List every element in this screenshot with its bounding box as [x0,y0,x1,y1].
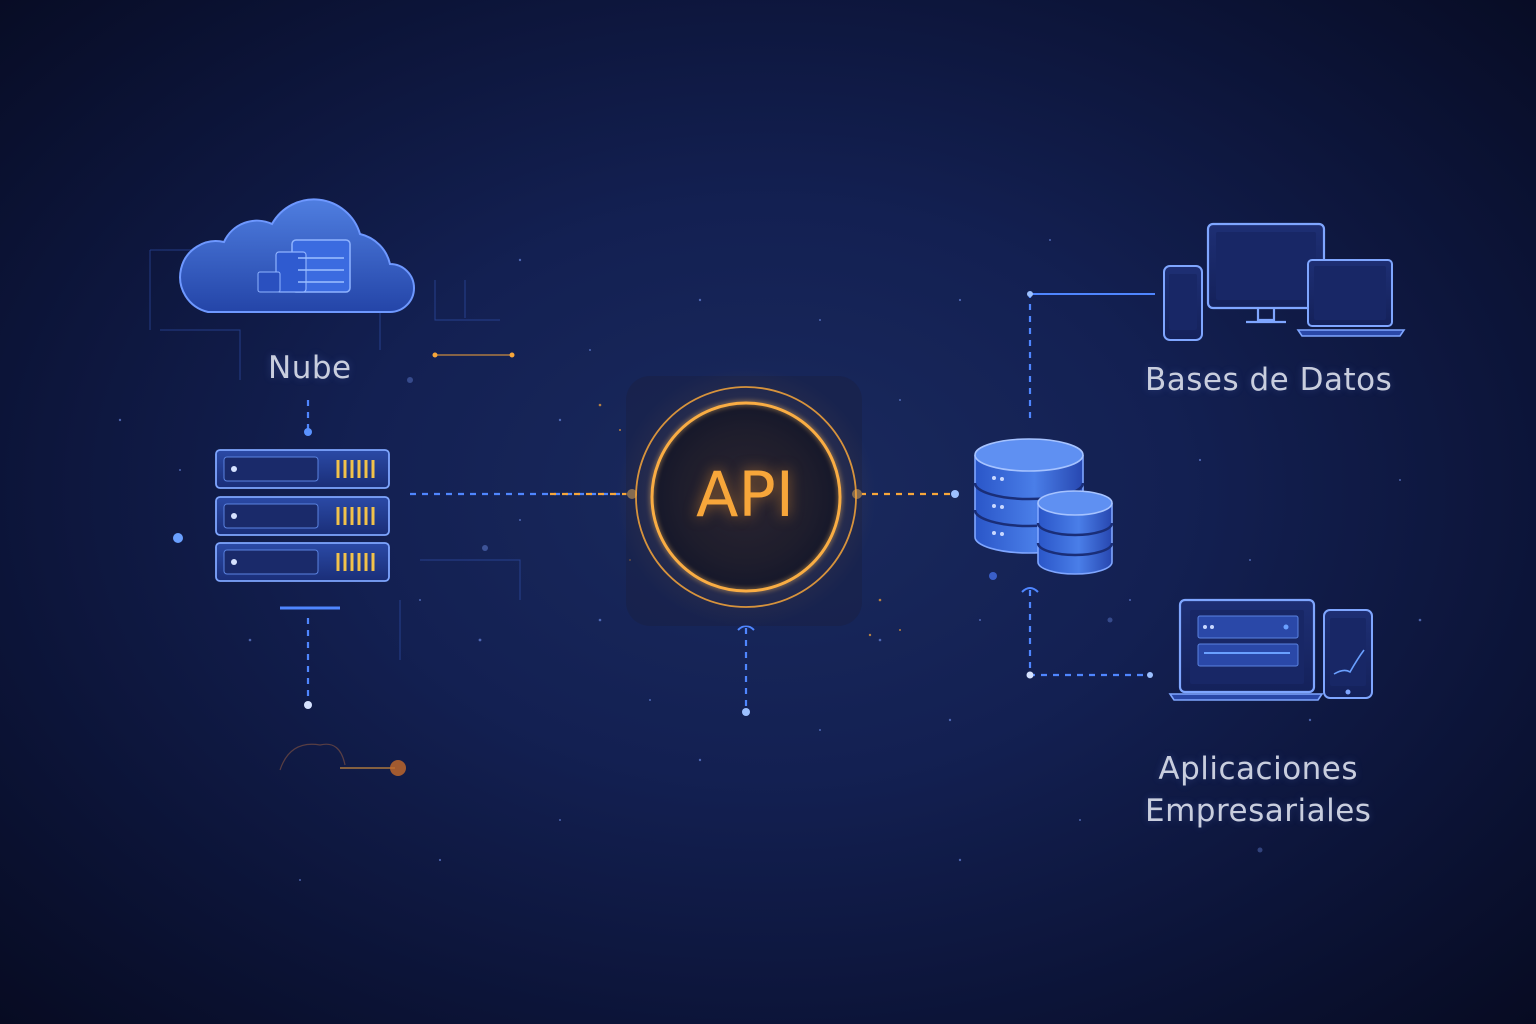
databases-label: Bases de Datos [1145,362,1393,398]
api-hub [616,367,876,627]
enterprise-apps-label-line1: Aplicaciones [1158,751,1359,787]
enterprise-laptop-icon [1168,598,1324,701]
orange-node-dot [432,352,438,358]
server-stack-icon [257,239,351,293]
enterprise-apps-label-line2: Empresariales [1145,793,1372,829]
laptop-phone-icon [1168,598,1373,701]
server-rack-icon [215,449,390,582]
laptop-icon [1296,259,1406,337]
faint-cloud-outline [279,743,346,771]
phone-icon [1163,265,1203,341]
devices-icon [1163,222,1406,341]
arc-accent [1021,587,1039,593]
orange-circuit [340,354,512,769]
monitor-icon [1206,222,1326,324]
database-cylinder-small [1036,490,1114,575]
starfield [118,239,1422,881]
enterprise-apps-label: Aplicaciones Empresariales [1145,748,1371,832]
cloud-icon [179,198,415,313]
database-icon [973,438,1114,575]
api-outer-ring [635,386,857,608]
orange-node-dot [509,352,515,358]
orange-node-dot [390,760,406,776]
api-label: API [695,458,795,531]
cloud-label: Nube [268,350,352,386]
enterprise-phone-icon [1323,609,1373,699]
server-unit [215,449,390,489]
server-unit [215,542,390,582]
server-unit [215,496,390,536]
